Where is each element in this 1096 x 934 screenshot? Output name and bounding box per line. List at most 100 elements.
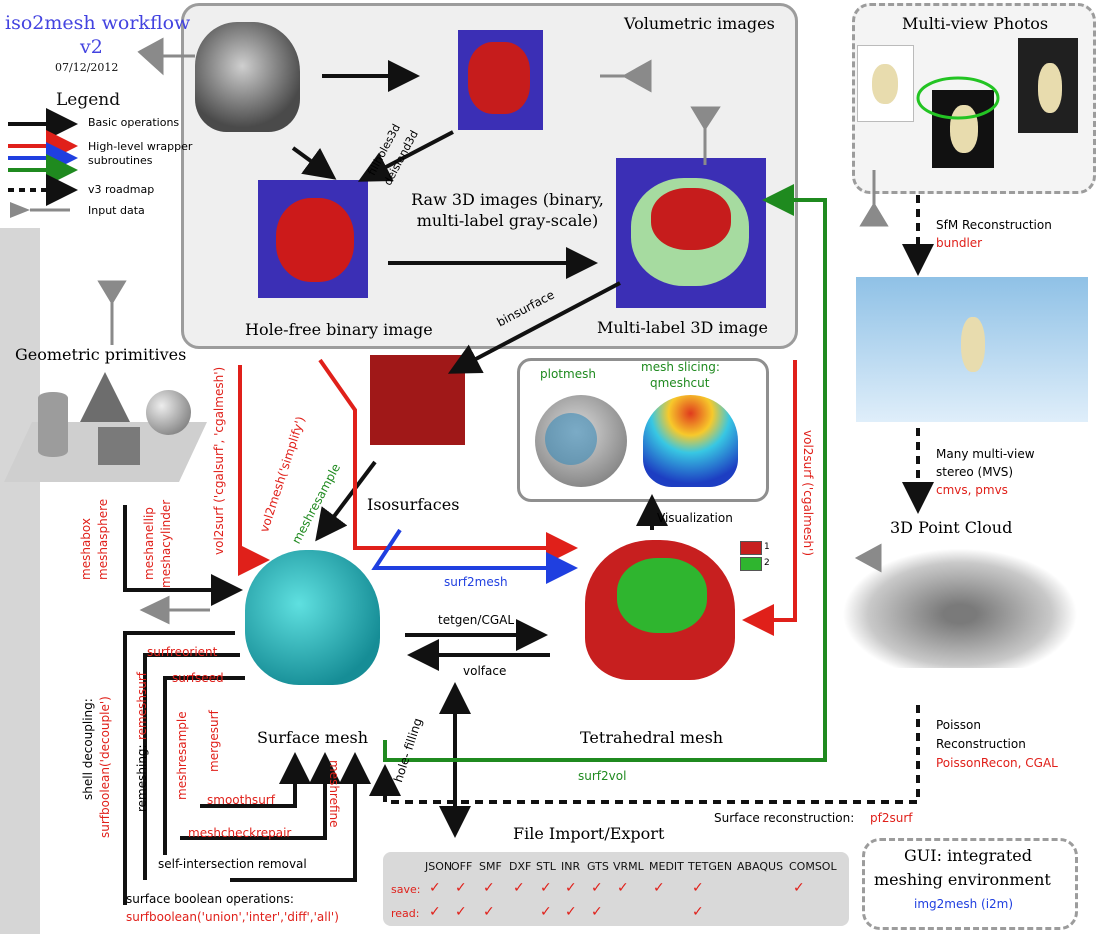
read-check-json: ✓: [429, 904, 441, 920]
sfm-tool: bundler: [936, 236, 983, 250]
boolean-call: surfboolean('union','inter','diff','all'…: [126, 910, 339, 924]
surfreorient-op: surfreorient: [147, 645, 218, 659]
tet-mesh-label: Tetrahedral mesh: [580, 728, 724, 747]
save-check-gts: ✓: [591, 880, 603, 896]
poisson-label-2: Reconstruction: [936, 737, 1026, 751]
save-check-inr: ✓: [565, 880, 577, 896]
raw-images-label: Raw 3D images (binary, multi-label gray-…: [411, 190, 604, 230]
format-header-comsol: COMSOL: [789, 860, 837, 873]
input-marker-primitives: [97, 280, 127, 305]
read-check-tetgen: ✓: [692, 904, 704, 920]
arrow-binsurface: [447, 281, 621, 374]
arrow-surface-recon: [369, 705, 920, 804]
meshcheckrepair-op: meshcheckrepair: [188, 826, 292, 840]
surf2vol-op: surf2vol: [578, 769, 627, 783]
multiview-photo-1: [857, 45, 914, 122]
read-check-gts: ✓: [591, 904, 603, 920]
sfm-result-image: [856, 277, 1088, 422]
format-header-abaqus: ABAQUS: [737, 860, 784, 873]
tet-mesh-image: [585, 540, 735, 680]
boolean-label: surface boolean operations:: [126, 892, 294, 906]
format-header-gts: GTS: [587, 860, 609, 873]
arrow-vol2surf-right: [742, 360, 797, 636]
tet-label-1: 1: [764, 542, 770, 552]
read-check-inr: ✓: [565, 904, 577, 920]
meshresample-sub-op: meshresample: [175, 711, 189, 800]
diagram-date: 07/12/2012: [55, 61, 119, 74]
format-header-smf: SMF: [479, 860, 502, 873]
plotmesh-label: plotmesh: [540, 367, 596, 381]
mvs-label-2: stereo (MVS): [936, 465, 1014, 479]
save-check-comsol: ✓: [793, 880, 805, 896]
meshanellip-op: meshanellip: [142, 507, 156, 580]
poisson-label-1: Poisson: [936, 718, 981, 732]
save-check-vrml: ✓: [617, 880, 629, 896]
legend-roadmap: v3 roadmap: [88, 183, 155, 196]
left-band: [0, 228, 40, 934]
legend-input: Input data: [88, 204, 145, 217]
surfseed-op: surfseed: [172, 671, 224, 685]
arrow-vol2mesh: [318, 358, 578, 564]
input-marker-cloud: [854, 543, 882, 573]
save-check-medit: ✓: [653, 880, 665, 896]
read-check-off: ✓: [455, 904, 467, 920]
save-check-stl: ✓: [540, 880, 552, 896]
meshasphere-op: meshasphere: [96, 498, 110, 580]
meshrefine-op: meshrefine: [327, 760, 341, 828]
gui-tool: img2mesh (i2m): [914, 897, 1014, 911]
arrow-surf2vol: [383, 184, 827, 762]
legend-wrapper: High-level wrapper: [88, 140, 193, 153]
input-marker-photos: [859, 202, 889, 227]
mvs-tool: cmvs, pmvs: [936, 483, 1008, 497]
gui-box: [862, 838, 1078, 930]
plotmesh-image: [535, 395, 627, 487]
arrow-meshresample: [315, 460, 377, 542]
mvs-label-1: Many multi-view: [936, 447, 1035, 461]
input-marker-multilabel: [690, 106, 721, 131]
save-check-dxf: ✓: [513, 880, 525, 896]
format-header-tetgen: TETGEN: [688, 860, 733, 873]
raw-volume-image: [458, 30, 543, 130]
tet-label-1-swatch: [740, 541, 762, 555]
photo-cycle: [916, 76, 1000, 120]
read-row-label: read:: [391, 907, 420, 920]
legend-basic: Basic operations: [88, 116, 180, 129]
input-marker-raw: [621, 59, 652, 93]
multiview-photo-2: [932, 90, 994, 168]
gui-title-1: GUI: integrated: [904, 846, 1032, 865]
slicing-label-1: mesh slicing:: [641, 360, 720, 374]
surf2mesh-op: surf2mesh: [444, 575, 508, 589]
input-marker-surface: [139, 595, 170, 625]
format-header-vrml: VRML: [613, 860, 644, 873]
primitives-image: [4, 372, 207, 492]
arrow-primitives: [123, 505, 243, 606]
isosurfaces-label: Isosurfaces: [367, 495, 460, 514]
legend-subroutines: subroutines: [88, 154, 153, 167]
format-header-off: OFF: [451, 860, 473, 873]
multiview-photo-3: [1018, 38, 1078, 133]
format-header-json: JSON: [425, 860, 453, 873]
multiview-title: Multi-view Photos: [902, 14, 1049, 33]
selfintersection-op: self-intersection removal: [158, 857, 307, 871]
mergesurf-op: mergesurf: [207, 710, 221, 772]
save-check-json: ✓: [429, 880, 441, 896]
save-check-smf: ✓: [483, 880, 495, 896]
surface-mesh-label: Surface mesh: [257, 728, 369, 747]
save-check-tetgen: ✓: [692, 880, 704, 896]
arrow-raw-to-holefree: [357, 130, 454, 182]
tet-label-2: 2: [764, 558, 770, 568]
volface-op: volface: [463, 664, 507, 678]
visualization-op: Visualization: [657, 511, 733, 525]
fileio-label: File Import/Export: [513, 824, 665, 843]
save-row-label: save:: [391, 883, 421, 896]
format-header-dxf: DXF: [509, 860, 532, 873]
format-header-stl: STL: [536, 860, 556, 873]
input-marker-mri: [137, 37, 164, 76]
remeshsurf-op: remeshsurf: [135, 672, 149, 740]
pf2surf-op: pf2surf: [870, 811, 913, 825]
tet-label-2-swatch: [740, 557, 762, 571]
pointcloud-title: 3D Point Cloud: [890, 518, 1013, 537]
read-check-smf: ✓: [483, 904, 495, 920]
